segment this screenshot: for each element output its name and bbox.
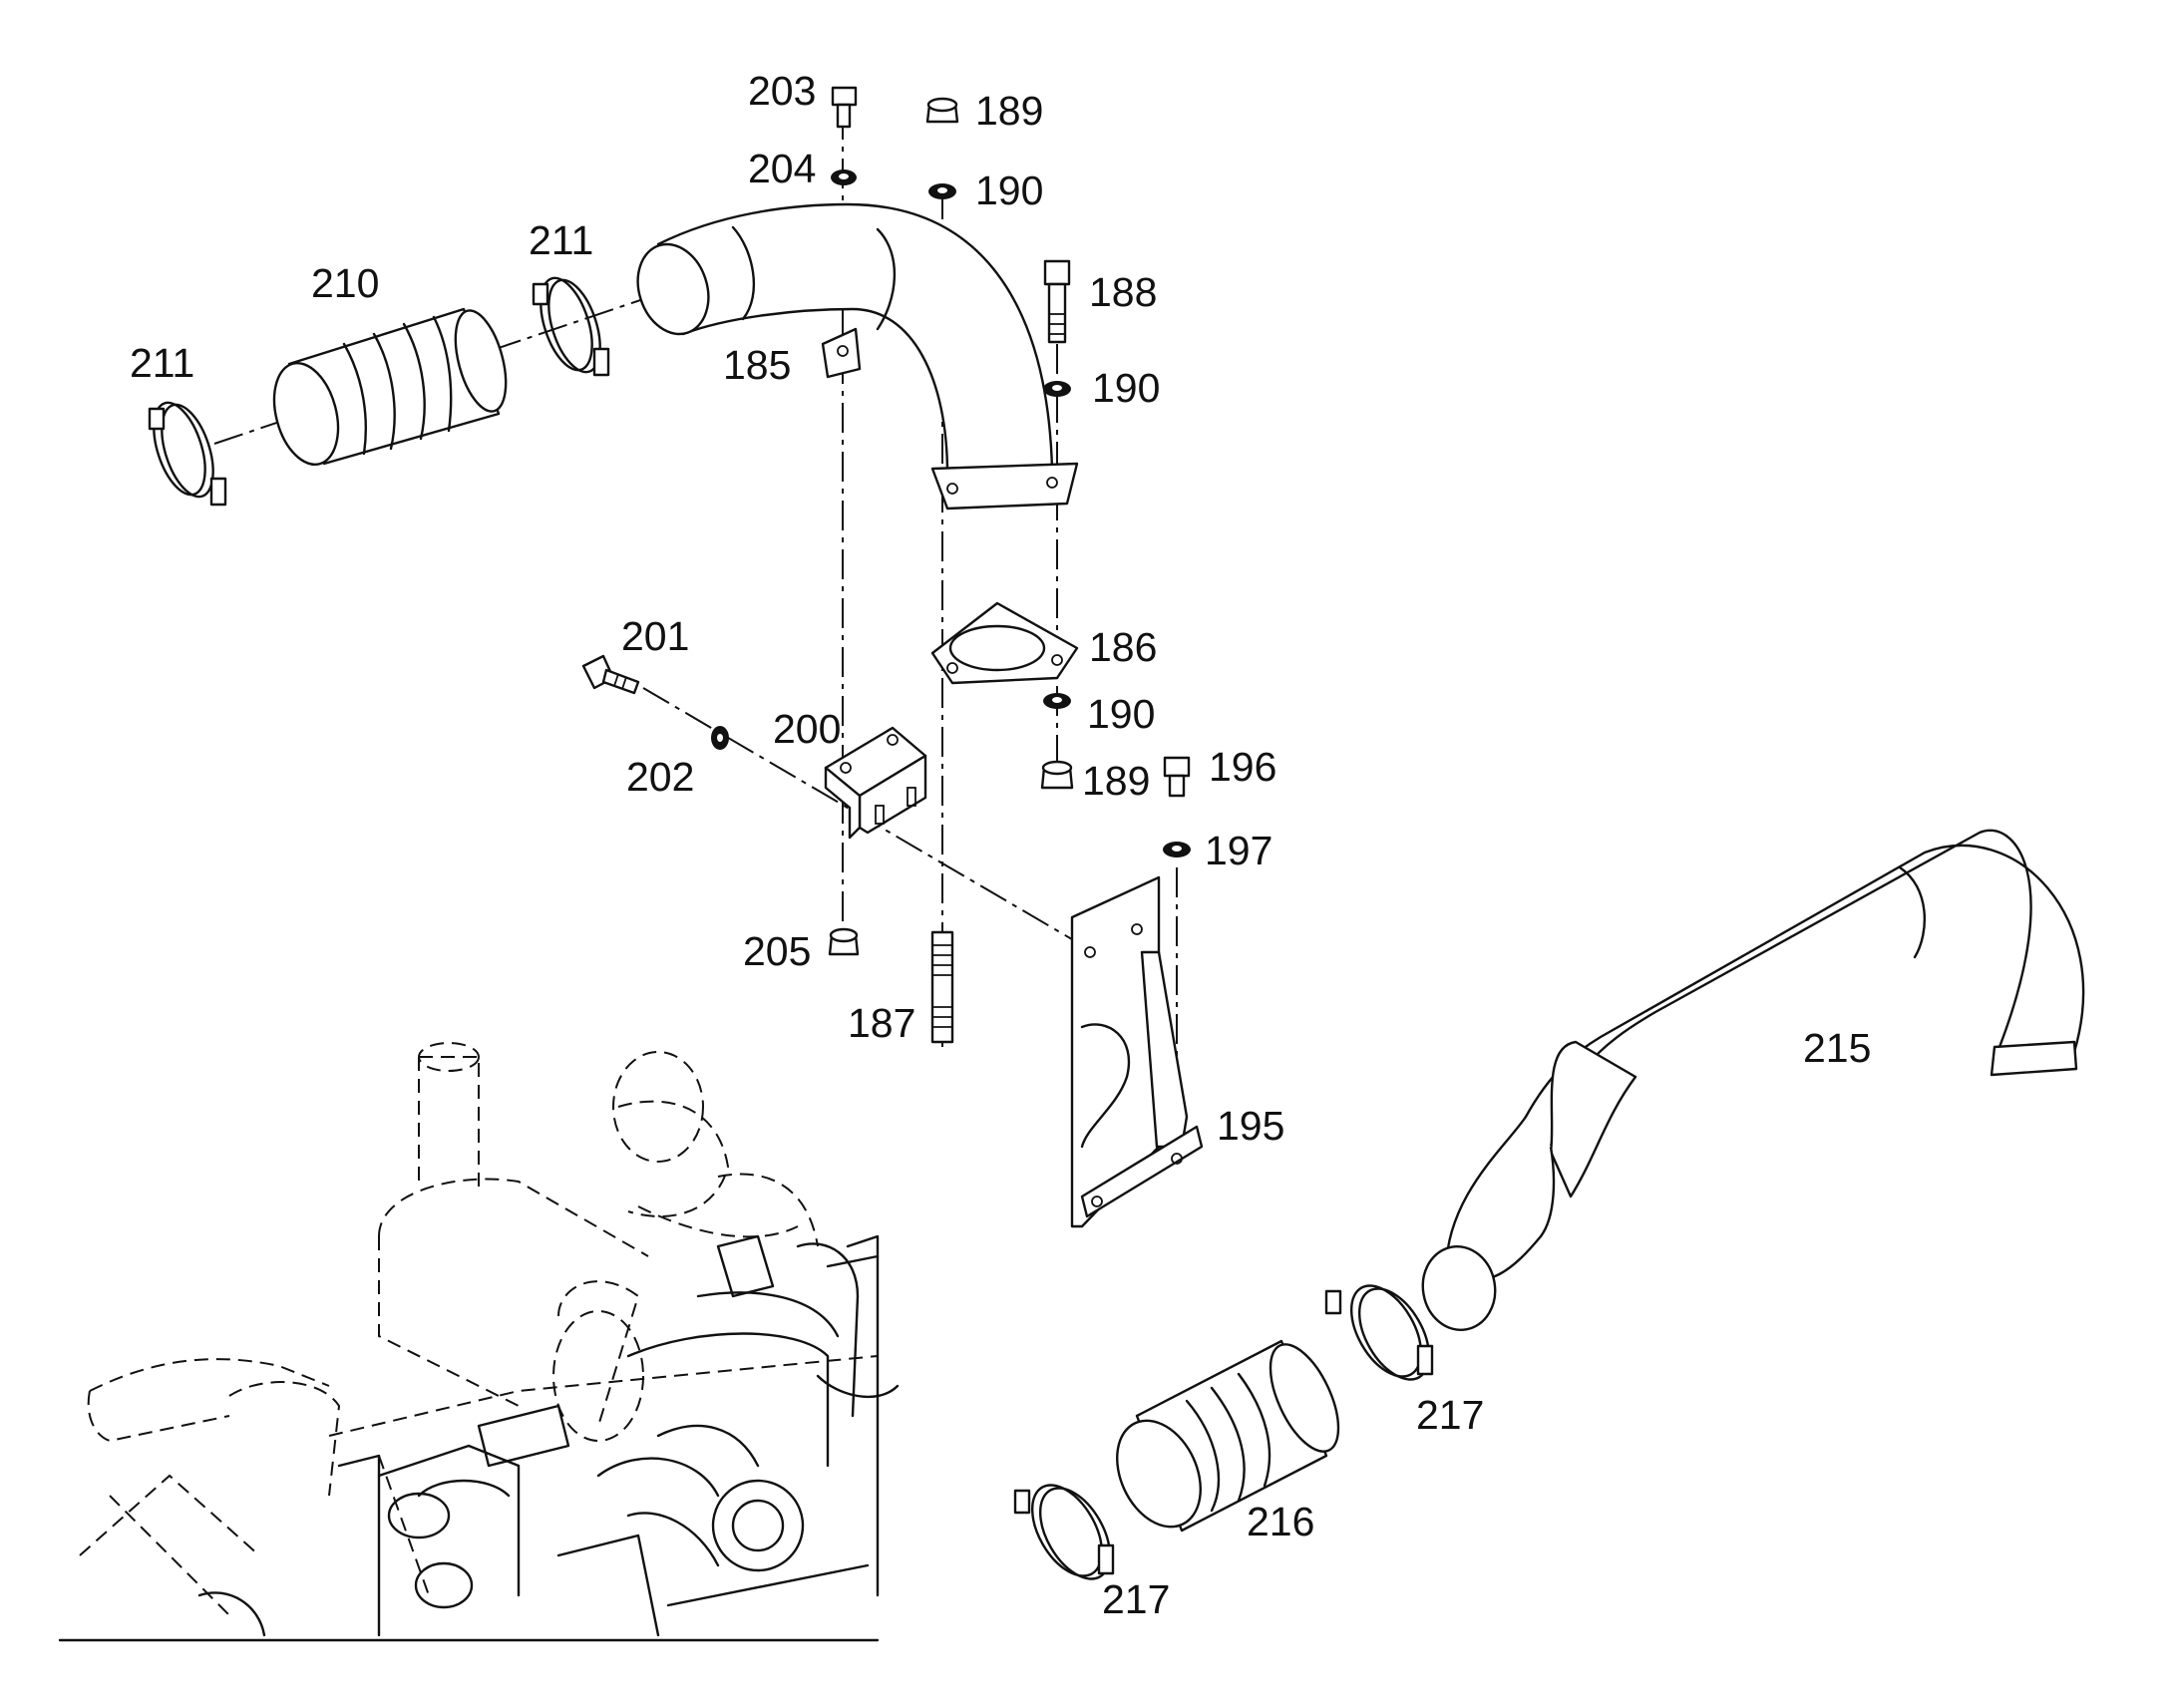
bolt-203[interactable] [831,86,858,129]
clamp-211-right[interactable] [531,272,610,379]
label-189-top: 189 [975,88,1043,134]
label-202: 202 [626,754,694,800]
support-bracket-195[interactable] [1070,875,1204,1228]
label-195: 195 [1217,1103,1284,1149]
elbow-pipe-185[interactable] [626,202,1079,511]
clamp-211-left[interactable] [144,397,227,507]
bolt-201[interactable] [581,654,640,695]
hose-216[interactable] [1101,1334,1352,1539]
pipe-215[interactable] [1416,829,2085,1336]
stud-187[interactable] [930,930,954,1044]
bracket-200[interactable] [824,726,927,840]
washer-202[interactable] [711,726,729,750]
label-188: 188 [1089,269,1157,315]
washer-204[interactable] [831,170,857,185]
clamp-217-right[interactable] [1324,1274,1443,1392]
label-210: 210 [311,260,379,306]
label-187: 187 [848,1000,915,1046]
label-196: 196 [1209,744,1276,790]
hose-210[interactable] [264,305,516,472]
label-197: 197 [1205,828,1272,873]
clamp-217-low[interactable] [1013,1474,1124,1591]
label-216: 216 [1247,1499,1314,1544]
label-215: 215 [1803,1025,1871,1071]
bolt-196[interactable] [1163,756,1191,798]
label-211-right: 211 [529,217,593,263]
label-190-low: 190 [1087,691,1155,737]
bolt-188[interactable] [1043,259,1071,344]
nut-189-top[interactable] [925,97,959,124]
label-211-left: 211 [130,340,194,386]
label-186: 186 [1089,624,1157,670]
label-190-top: 190 [975,168,1043,213]
washer-197[interactable] [1163,842,1191,857]
nut-205[interactable] [828,927,860,956]
label-185: 185 [723,342,791,388]
label-203: 203 [748,68,816,114]
gasket-186[interactable] [930,601,1079,685]
label-200: 200 [773,706,841,752]
washer-190-low[interactable] [1043,693,1071,709]
label-201: 201 [621,613,689,659]
engine-outline [79,1042,879,1616]
part-labels: 203 189 204 190 211 210 188 211 185 190 … [130,68,1871,1622]
label-204: 204 [748,146,816,191]
washer-190-top[interactable] [928,183,956,199]
label-205: 205 [743,928,811,974]
label-190-mid: 190 [1092,365,1160,411]
label-217-low: 217 [1102,1576,1170,1622]
label-217-right: 217 [1416,1392,1484,1438]
washer-190-mid[interactable] [1043,381,1071,397]
nut-189-mid[interactable] [1040,760,1074,790]
engine-detail [58,1234,900,1642]
label-189-mid: 189 [1082,758,1150,804]
